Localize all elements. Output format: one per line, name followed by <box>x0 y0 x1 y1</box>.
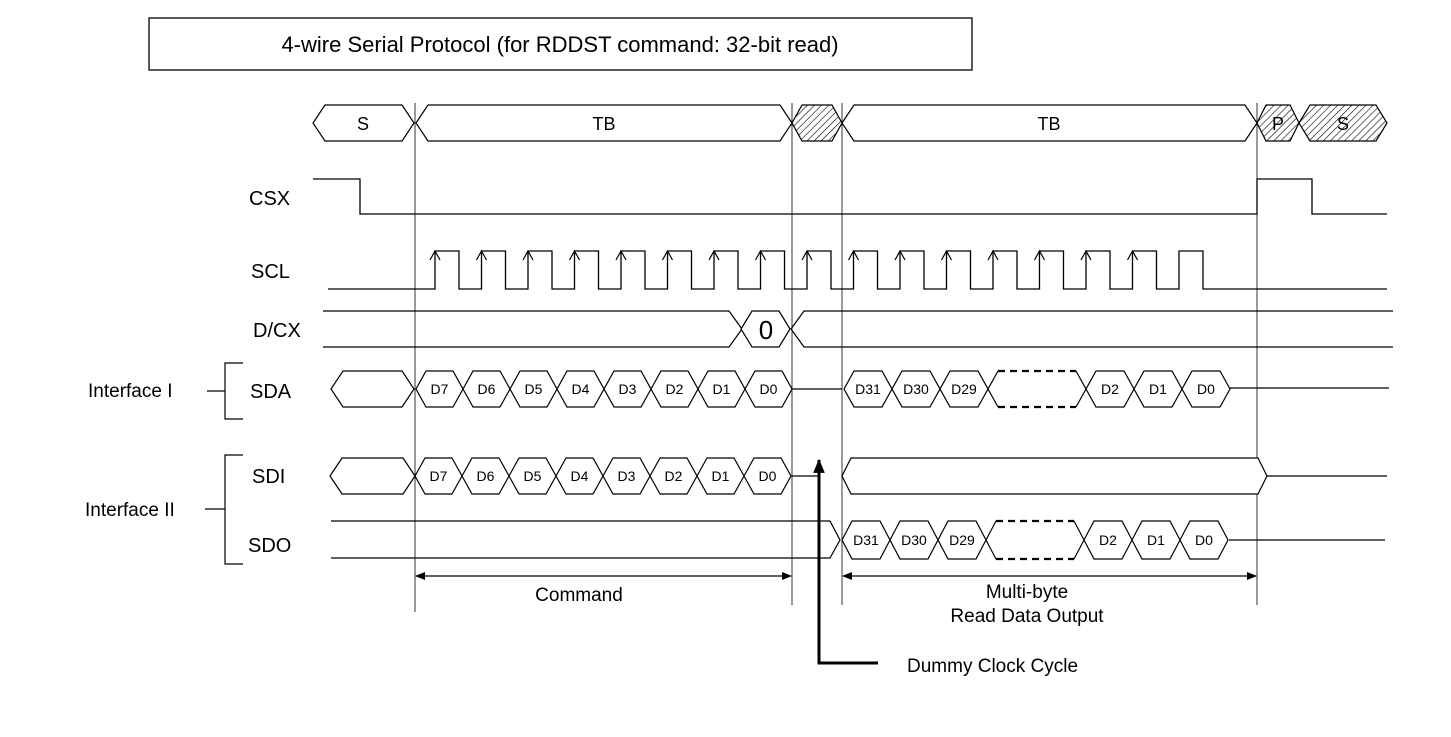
phase-start-next-label: S <box>1337 114 1349 134</box>
signal-csx-label: CSX <box>249 188 290 210</box>
sda-command-bit-label: D3 <box>619 381 637 397</box>
phase-row <box>312 104 1388 142</box>
interface-one-label: Interface I <box>88 381 173 402</box>
signal-sdo-label: SDO <box>248 535 291 557</box>
sdi-command-bit-label: D1 <box>712 468 730 484</box>
phase-start-label: S <box>357 114 369 134</box>
dummy-callout-arrow <box>813 458 878 665</box>
sdi-command-bit-label: D5 <box>524 468 542 484</box>
sda-read-bit-label: D30 <box>903 381 929 397</box>
sdo-read-bit-label: D0 <box>1195 532 1213 548</box>
phase-dummy-hatched <box>791 104 843 142</box>
sda-read-bit-label: D2 <box>1101 381 1119 397</box>
sda-lines <box>330 370 1389 408</box>
reference-lines <box>414 103 1258 612</box>
sda-command-bit-label: D0 <box>760 381 778 397</box>
sdi-command-bit: D1 <box>696 457 745 495</box>
dummy-clock-label: Dummy Clock Cycle <box>907 656 1078 677</box>
sdi-command-bit: D4 <box>555 457 604 495</box>
multibyte-label-line1: Multi-byte <box>986 582 1068 603</box>
sdi-command-bit-label: D4 <box>571 468 589 484</box>
sdi-command-bit-label: D3 <box>618 468 636 484</box>
sda-command-bit: D5 <box>509 370 558 408</box>
dcx-waveform <box>323 310 1393 348</box>
sdo-lines <box>331 520 1385 559</box>
sda-command-bit-label: D1 <box>713 381 731 397</box>
sdi-command-bit: D6 <box>461 457 510 495</box>
sda-command-bit-label: D4 <box>572 381 590 397</box>
scl-line <box>328 250 1387 290</box>
sda-read-gap <box>987 369 1087 409</box>
interface-two-bracket <box>205 454 243 565</box>
sdi-command-bit-label: D7 <box>430 468 448 484</box>
sda-command-bit-label: D6 <box>478 381 496 397</box>
sdi-command-bit-label: D0 <box>759 468 777 484</box>
sda-read-bit-label: D29 <box>951 381 977 397</box>
sda-read-bit: D0 <box>1181 370 1231 408</box>
sda-read-bit-label: D0 <box>1197 381 1215 397</box>
sdi-command-bit: D0 <box>743 457 792 495</box>
sda-read-bit: D2 <box>1085 370 1135 408</box>
phase-start-next <box>1298 104 1388 142</box>
sdo-read-bit: D31 <box>841 520 891 560</box>
sda-command-bit-label: D5 <box>525 381 543 397</box>
command-label: Command <box>535 585 623 606</box>
sdo-read-bit-label: D29 <box>949 532 975 548</box>
sda-command-bit: D3 <box>603 370 652 408</box>
title-box: 4-wire Serial Protocol (for RDDST comman… <box>148 17 973 71</box>
sdo-read-gap <box>985 519 1085 561</box>
phase-tb-command-label: TB <box>592 114 615 134</box>
sdo-read-bit-label: D30 <box>901 532 927 548</box>
sdi-command-bit: D5 <box>508 457 557 495</box>
sda-command-bit: D6 <box>462 370 511 408</box>
sdi-command-bit-label: D6 <box>477 468 495 484</box>
sdi-lines <box>329 457 1387 495</box>
sda-command-bit: D0 <box>744 370 793 408</box>
sda-read-bit: D30 <box>891 370 941 408</box>
sdo-read-bit: D1 <box>1131 520 1181 560</box>
sdi-command-bit-label: D2 <box>665 468 683 484</box>
sda-command-bit-label: D2 <box>666 381 684 397</box>
sdo-read-bit-label: D1 <box>1147 532 1165 548</box>
signal-dcx-label: D/CX <box>253 320 301 342</box>
signal-sdi-label: SDI <box>252 466 285 488</box>
sdo-read-bit: D30 <box>889 520 939 560</box>
sdi-command-bit: D7 <box>414 457 463 495</box>
sda-read-bit-label: D31 <box>855 381 881 397</box>
multibyte-label-line2: Read Data Output <box>950 606 1104 627</box>
sda-command-bit: D2 <box>650 370 699 408</box>
sda-read-bit: D31 <box>843 370 893 408</box>
scl-waveform <box>328 249 1387 290</box>
phase-tb-read-label: TB <box>1037 114 1060 134</box>
sdo-read-bit: D2 <box>1083 520 1133 560</box>
sdo-read-bit-label: D31 <box>853 532 879 548</box>
sdo-read-bit-label: D2 <box>1099 532 1117 548</box>
sda-command-bit: D7 <box>415 370 464 408</box>
interface-two-label: Interface II <box>85 500 175 521</box>
sda-command-bit: D1 <box>697 370 746 408</box>
diagram-title: 4-wire Serial Protocol (for RDDST comman… <box>281 32 838 57</box>
csx-waveform <box>313 178 1387 215</box>
sdi-command-bit: D2 <box>649 457 698 495</box>
sdo-read-bit: D0 <box>1179 520 1229 560</box>
interface-one-bracket <box>207 362 243 420</box>
signal-scl-label: SCL <box>251 261 290 283</box>
sdo-read-bit: D29 <box>937 520 987 560</box>
sdi-command-bit: D3 <box>602 457 651 495</box>
sda-command-bit-label: D7 <box>431 381 449 397</box>
sda-read-bit: D29 <box>939 370 989 408</box>
dcx-value: 0 <box>759 315 773 345</box>
phase-start <box>312 104 415 142</box>
sda-read-bit: D1 <box>1133 370 1183 408</box>
phase-stop-label: P <box>1272 114 1284 134</box>
sda-command-bit: D4 <box>556 370 605 408</box>
signal-sda-label: SDA <box>250 381 292 403</box>
sda-read-bit-label: D1 <box>1149 381 1167 397</box>
